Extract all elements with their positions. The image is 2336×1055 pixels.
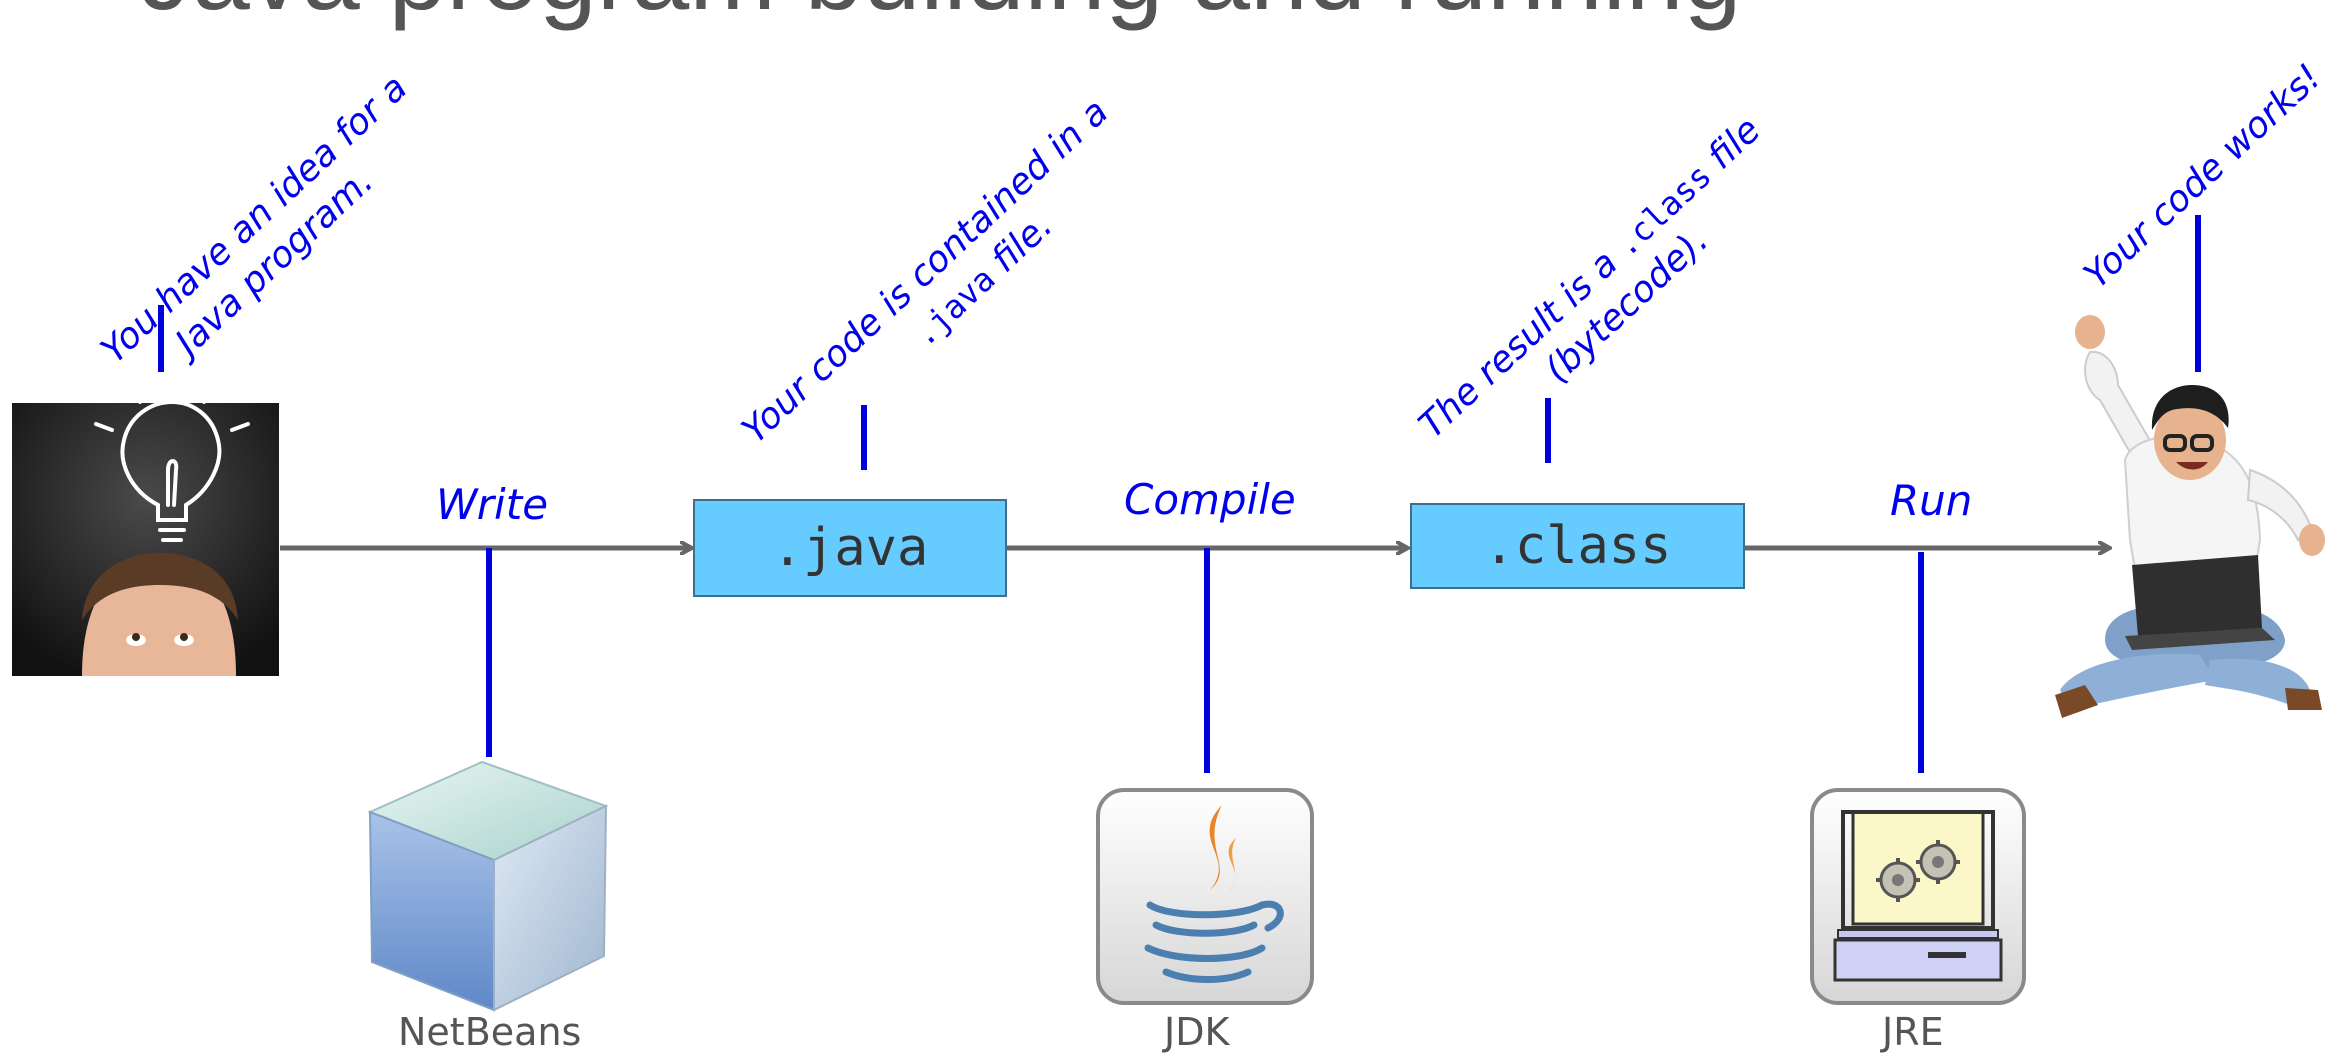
step-label-run: Run	[1890, 476, 1973, 525]
lightbulb-idea-person	[12, 373, 279, 676]
class-file-box: .class	[1410, 503, 1745, 589]
page-title: Java program building and running	[140, 0, 1742, 26]
tool-label-jdk: JDK	[1164, 1010, 1230, 1054]
celebrating-person-with-laptop	[2055, 315, 2325, 718]
java-coffee-cup-icon	[1096, 788, 1314, 1005]
step-label-compile: Compile	[1124, 475, 1296, 524]
tool-label-jre: JRE	[1882, 1010, 1944, 1054]
computer-gears-icon	[1810, 788, 2026, 1005]
java-file-box: .java	[693, 499, 1007, 597]
step-label-write: Write	[436, 480, 549, 529]
tool-label-netbeans: NetBeans	[398, 1010, 582, 1054]
netbeans-cube-icon	[367, 760, 609, 1012]
